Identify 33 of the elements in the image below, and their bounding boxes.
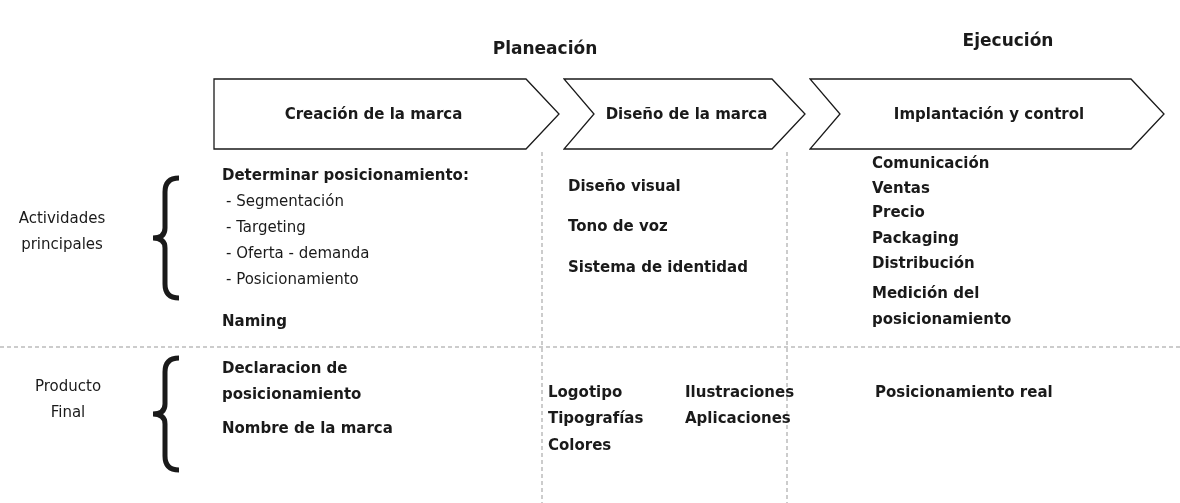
section-heading: Ejecución (962, 30, 1054, 51)
cell-text: Declaracion de posicionamiento (222, 358, 363, 405)
cell-text: Ventas (872, 178, 930, 199)
cell-text: Distribución (872, 253, 975, 274)
cell-text: Colores (548, 435, 612, 456)
process-step (213, 78, 560, 150)
cell-text: Nombre de la marca (222, 418, 393, 439)
cell-text: Posicionamiento real (875, 382, 1053, 403)
row-heading: Producto Final (33, 376, 103, 423)
step-label: Implantación y control (893, 105, 1085, 123)
cell-text: Naming (222, 311, 287, 332)
cell-text: Logotipo (548, 382, 623, 403)
cell-text: Packaging (872, 228, 959, 249)
cell-text: Tono de voz (568, 216, 668, 237)
step-label: Creación de la marca (284, 105, 463, 123)
process-step (809, 78, 1165, 150)
step-label: Diseño de la marca (605, 105, 768, 123)
cell-text: - Segmentación (226, 191, 344, 212)
cell-text: Tipografías (548, 408, 644, 429)
cell-text: Aplicaciones (685, 408, 791, 429)
cell-text: - Targeting (226, 217, 306, 238)
cell-text: - Posicionamiento (226, 269, 359, 290)
cell-text: Diseño visual (568, 176, 681, 197)
row-heading: Actividades principales (17, 208, 107, 255)
cell-text: - Oferta - demanda (226, 243, 370, 264)
cell-text: Ilustraciones (685, 382, 795, 403)
process-step (563, 78, 806, 150)
section-heading: Planeación (492, 38, 598, 59)
cell-text: Comunicación (872, 153, 990, 174)
cell-text: Sistema de identidad (568, 257, 748, 278)
cell-text: Medición del posicionamiento (872, 283, 1013, 330)
cell-text: Precio (872, 202, 925, 223)
cell-text: Determinar posicionamiento: (222, 165, 469, 186)
